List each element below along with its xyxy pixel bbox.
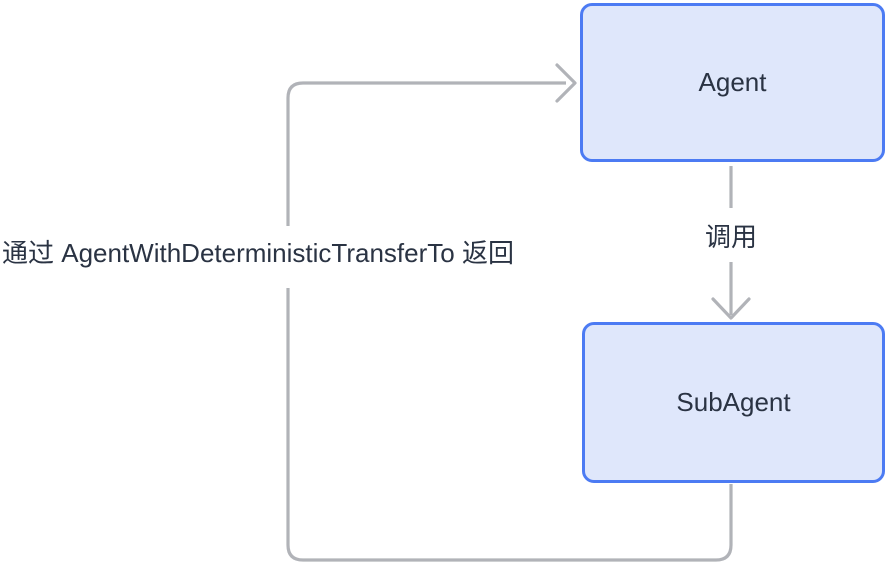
node-subagent: SubAgent: [582, 322, 885, 483]
edge-label-call: 调用: [704, 222, 758, 252]
edge-return-line-lower: [286, 288, 733, 562]
node-agent-label: Agent: [698, 67, 767, 97]
edge-label-return: 通过 AgentWithDeterministicTransferTo 返回: [2, 238, 514, 268]
edge-return-line-upper: [286, 81, 566, 226]
node-agent: Agent: [580, 3, 885, 162]
node-subagent-label: SubAgent: [676, 387, 791, 417]
arrowhead-down-icon: [711, 297, 751, 320]
arrowhead-right-icon: [555, 63, 577, 103]
